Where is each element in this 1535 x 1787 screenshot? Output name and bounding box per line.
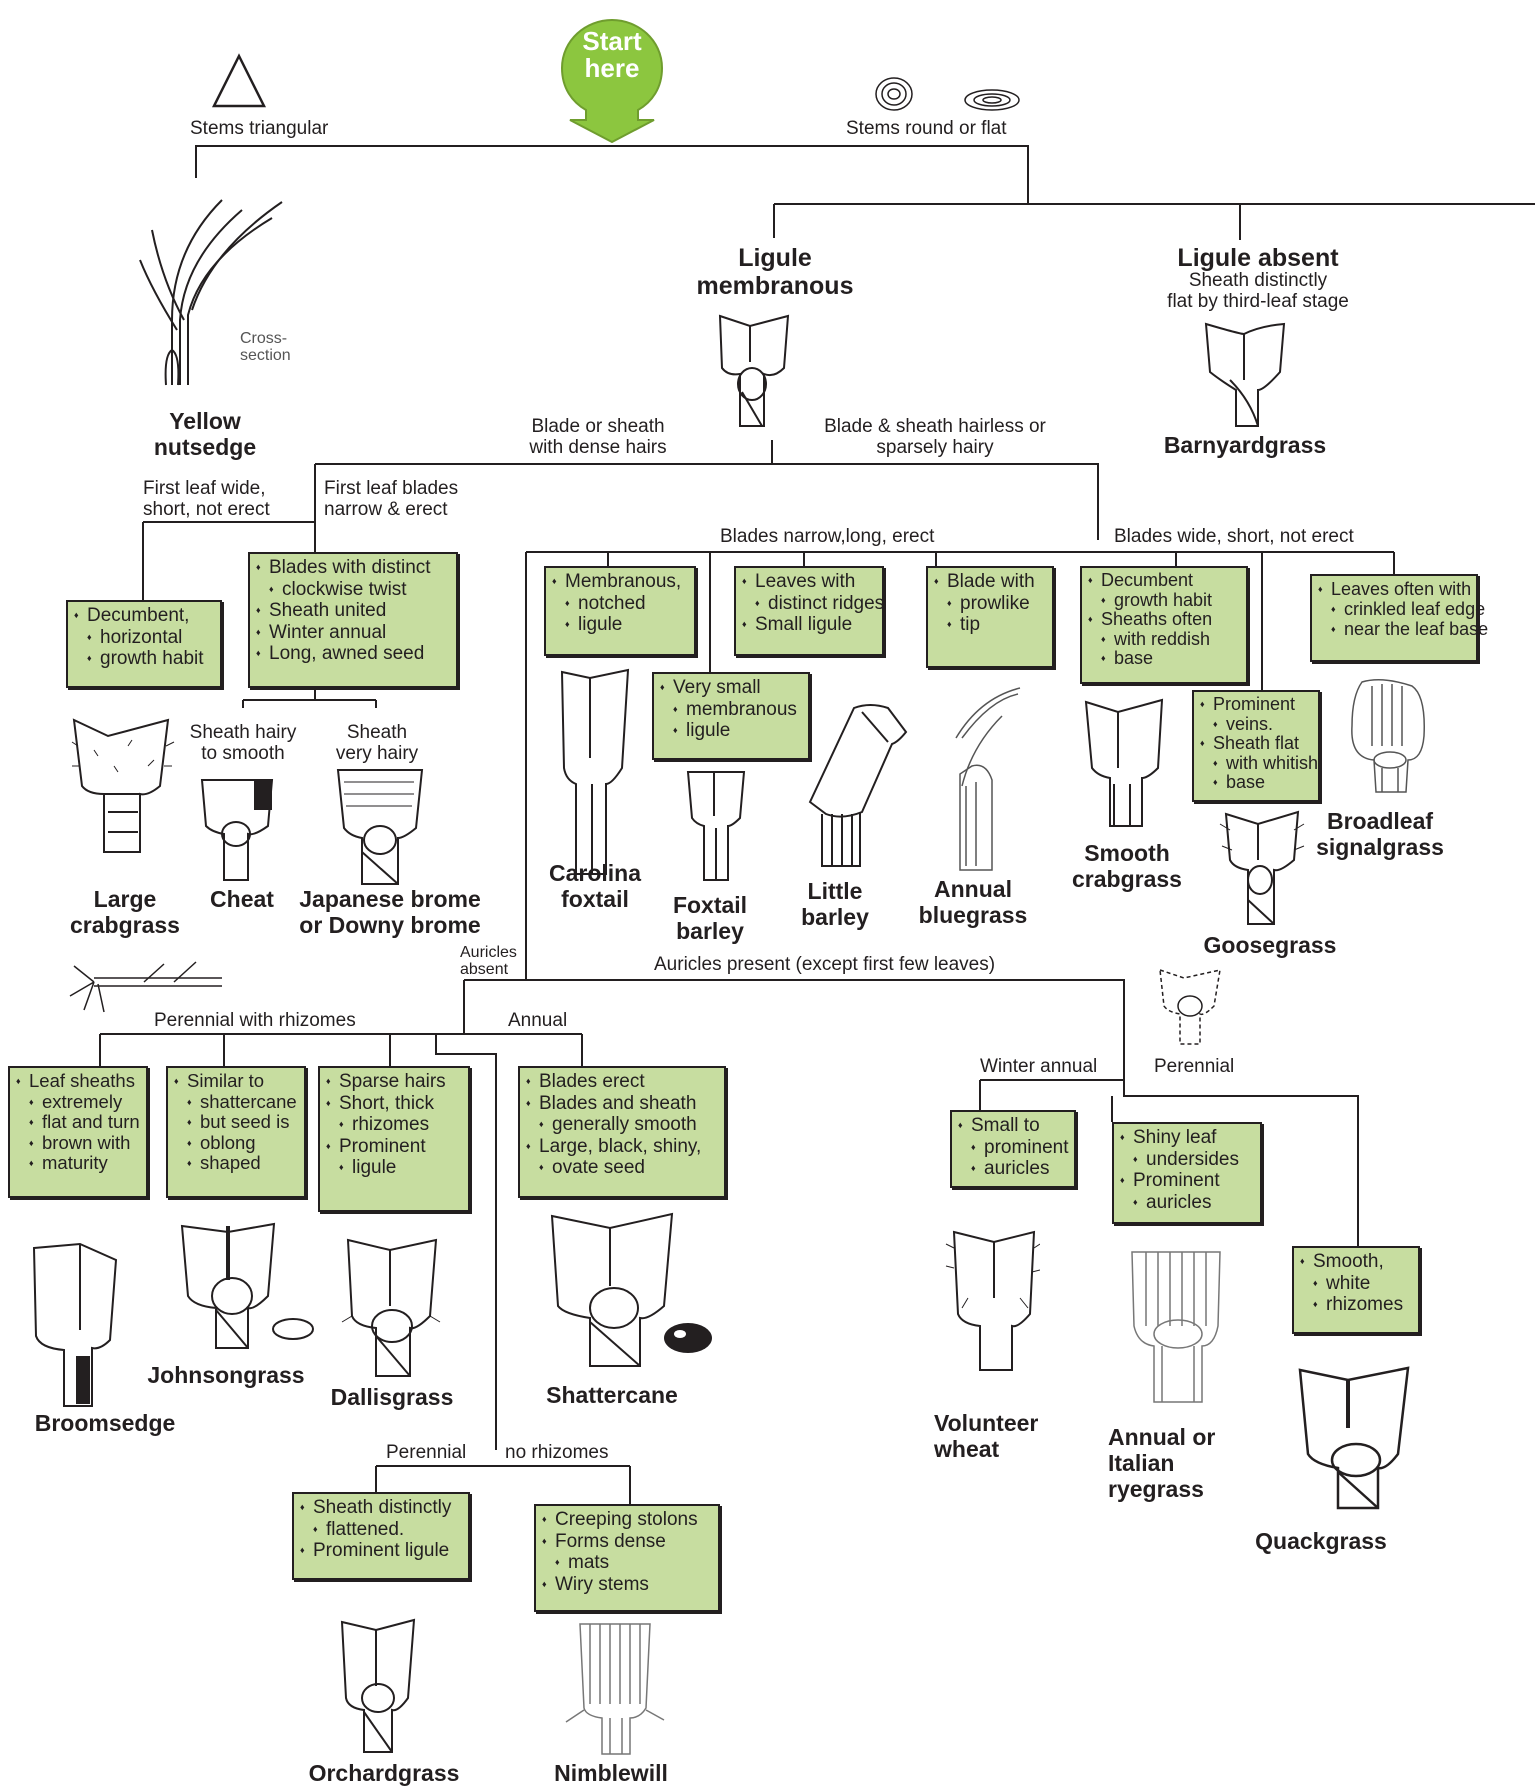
- foxtail-barley-illustration: [686, 771, 746, 881]
- round-stem-icon: [875, 77, 913, 111]
- no-rhizomes-label: no rhizomes: [505, 1442, 609, 1463]
- creeping-stolons-box: Creeping stolonsForms densematsWiry stem…: [534, 1504, 720, 1612]
- barnyardgrass-name: Barnyardgrass: [1163, 432, 1327, 458]
- annual-bluegrass-illustration: [955, 687, 1021, 871]
- sparse-hairs-box: Sparse hairsShort, thickrhizomesProminen…: [318, 1066, 470, 1212]
- goosegrass-name: Goosegrass: [1203, 932, 1337, 958]
- small-auricles-box: Small toprominentauricles: [950, 1110, 1076, 1188]
- blades-narrow-label: Blades narrow,long, erect: [720, 526, 935, 547]
- flat-stem-icon: [964, 89, 1020, 111]
- little-barley-illustration: [808, 704, 908, 867]
- winter-annual-label: Winter annual: [980, 1056, 1098, 1077]
- perennial-bottom-label: Perennial: [386, 1442, 467, 1463]
- goosegrass-illustration: [1219, 810, 1305, 925]
- rhizome-icon: [69, 961, 222, 1013]
- orchardgrass-illustration: [340, 1618, 416, 1753]
- black-seed-icon: [664, 1323, 712, 1353]
- twist-box: Blades with distinctclockwise twistSheat…: [248, 552, 458, 688]
- oblong-seed-icon: [272, 1318, 314, 1340]
- annual-ryegrass-illustration: [1131, 1251, 1221, 1403]
- perennial-rhizomes-label: Perennial with rhizomes: [154, 1010, 356, 1031]
- triangle-stem-icon: [211, 53, 267, 108]
- first-leaf-wide-label: First leaf wide,short, not erect: [143, 478, 270, 520]
- annual-label: Annual: [508, 1010, 568, 1031]
- large-crabgrass-illustration: [71, 718, 175, 853]
- volunteer-wheat-illustration: [945, 1230, 1040, 1371]
- start-arrow-icon: [560, 18, 664, 143]
- stems-triangular-label: Stems triangular: [190, 118, 329, 139]
- ligule-absent-heading: Ligule absent: [1177, 244, 1339, 272]
- dallisgrass-illustration: [341, 1238, 441, 1377]
- barnyardgrass-illustration: [1204, 322, 1286, 427]
- nutsedge-plant-illustration: [139, 199, 283, 386]
- johnsongrass-illustration: [180, 1222, 276, 1349]
- crinkled-edge-box: Leaves often withcrinkled leaf edgenear …: [1310, 574, 1488, 662]
- decumbent-box: Decumbent,horizontalgrowth habit: [66, 600, 222, 688]
- sheath-flattened-box: Sheath distinctlyflattened.Prominent lig…: [292, 1492, 470, 1580]
- johnsongrass-name: Johnsongrass: [147, 1362, 305, 1388]
- shiny-leaf-box: Shiny leafundersidesProminentauricles: [1112, 1122, 1262, 1224]
- broadleaf-signalgrass-illustration: [1351, 679, 1425, 793]
- auricles-icon: [1159, 968, 1221, 1045]
- cheat-illustration: [200, 779, 274, 881]
- nimblewill-illustration: [565, 1623, 665, 1755]
- smooth-crabgrass-illustration: [1084, 698, 1164, 827]
- orchardgrass-name: Orchardgrass: [308, 1760, 460, 1786]
- leaf-sheaths-flat-box: Leaf sheathsextremelyflat and turnbrown …: [8, 1066, 148, 1198]
- prominent-veins-box: Prominentveins.Sheath flatwith whitishba…: [1192, 690, 1320, 802]
- membranous-notched-box: Membranous,notchedligule: [544, 566, 696, 656]
- very-small-ligule-box: Very smallmembranousligule: [652, 672, 810, 760]
- nimblewill-name: Nimblewill: [554, 1760, 668, 1786]
- membranous-ligule-illustration: [718, 314, 790, 427]
- quackgrass-name: Quackgrass: [1255, 1528, 1387, 1554]
- similar-shattercane-box: Similar toshattercanebut seed isoblongsh…: [166, 1066, 306, 1198]
- shattercane-illustration: [550, 1212, 674, 1367]
- auricles-present-label: Auricles present (except first few leave…: [654, 954, 996, 975]
- smooth-rhizomes-box: Smooth,whiterhizomes: [1292, 1246, 1420, 1334]
- prowlike-tip-box: Blade withprowliketip: [926, 566, 1054, 668]
- dallisgrass-name: Dallisgrass: [330, 1384, 454, 1410]
- stems-round-flat-label: Stems round or flat: [846, 118, 1007, 139]
- cross-section-label: Cross-section: [240, 330, 291, 364]
- quackgrass-illustration: [1298, 1366, 1410, 1510]
- broomsedge-name: Broomsedge: [34, 1410, 176, 1436]
- carolina-foxtail-illustration: [560, 668, 630, 875]
- japanese-brome-illustration: [336, 769, 424, 885]
- cheat-name: Cheat: [210, 886, 274, 912]
- broomsedge-illustration: [32, 1242, 118, 1407]
- blades-wide-label: Blades wide, short, not erect: [1114, 526, 1354, 547]
- perennial-right-label: Perennial: [1154, 1056, 1235, 1077]
- shattercane-name: Shattercane: [546, 1382, 678, 1408]
